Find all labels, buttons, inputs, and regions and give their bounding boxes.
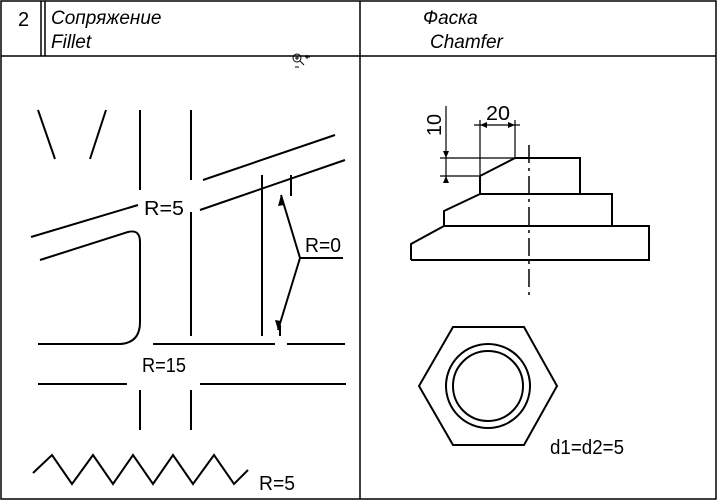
chamfer-drawing	[410, 157, 650, 261]
chamfer-dimensions	[440, 106, 520, 182]
r0-line-lower	[277, 257, 301, 331]
fillet-drawing	[30, 109, 346, 486]
chamfer-title-ru: Фаска	[423, 8, 478, 29]
v-line-right	[89, 109, 107, 160]
hex-nut	[417, 326, 559, 446]
label-r0: R=0	[305, 235, 341, 257]
row-number: 2	[18, 9, 29, 31]
step-top	[479, 157, 581, 194]
diagonal-lower	[199, 159, 346, 211]
label-dim-20: 20	[486, 103, 510, 125]
hex-outline	[417, 326, 559, 446]
label-nut-note: d1=d2=5	[550, 437, 624, 459]
label-r15: R=15	[142, 355, 186, 377]
fillet-rounded-corner	[38, 230, 141, 345]
arrowhead-up	[278, 195, 284, 206]
step-bottom-right	[411, 225, 650, 261]
r0-line-upper	[280, 194, 301, 259]
r0-arrowheads	[275, 195, 284, 330]
chamfer-title-en: Chamfer	[430, 32, 504, 53]
fillet-title-en: Fillet	[51, 32, 92, 53]
diagonal-upper	[202, 134, 336, 181]
long-diagonal	[30, 204, 139, 238]
step-mid-right	[580, 193, 613, 226]
label-r5-top: R=5	[144, 198, 184, 220]
v-line-left	[37, 109, 56, 160]
nut-inner-circle	[452, 350, 524, 422]
nut-outer-circle	[445, 343, 531, 429]
fillet-title-ru: Сопряжение	[51, 8, 161, 29]
label-dim-10: 10	[424, 114, 446, 136]
zigzag-line	[32, 453, 249, 486]
chamfer-dim-arrows	[443, 122, 515, 183]
zoom-cursor-icon	[292, 53, 310, 68]
label-r5-zigzag: R=5	[259, 473, 295, 495]
step-bottom	[410, 225, 445, 260]
step-mid	[443, 193, 481, 226]
arrowhead-down	[275, 320, 281, 330]
